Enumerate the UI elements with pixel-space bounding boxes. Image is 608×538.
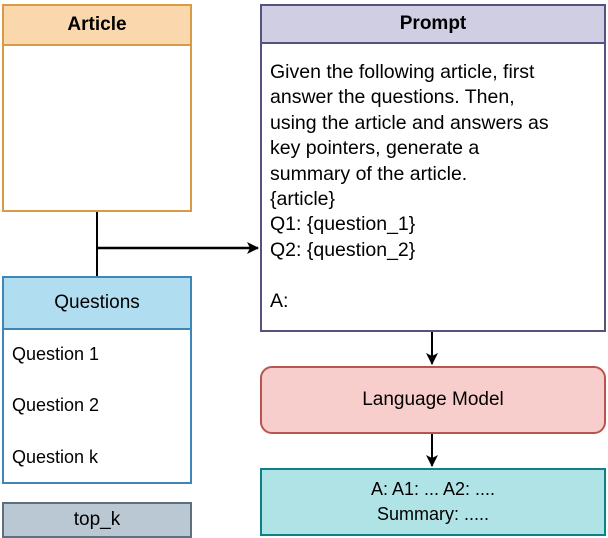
questions-box: Questions Question 1 Question 2 Question… xyxy=(2,276,192,484)
article-title: Article xyxy=(4,6,190,46)
questions-title: Questions xyxy=(4,278,190,330)
language-model-box: Language Model xyxy=(260,366,606,434)
prompt-line: {article} xyxy=(270,188,336,211)
prompt-box: Prompt Given the following article, firs… xyxy=(260,4,606,332)
top-k-box: top_k xyxy=(2,502,192,538)
prompt-line: A: xyxy=(270,289,289,312)
output-summary: Summary: ..... xyxy=(376,504,490,524)
prompt-line: answer the questions. Then, xyxy=(270,86,515,109)
prompt-line xyxy=(270,263,596,288)
prompt-line: using the article and answers as xyxy=(270,111,549,134)
prompt-line: Given the following article, first xyxy=(270,61,535,83)
prompt-line: Q2: {question_2} xyxy=(270,238,416,261)
output-box: A: A1: ... A2: .... Summary: ..... xyxy=(260,468,606,536)
prompt-title: Prompt xyxy=(262,6,604,44)
question-item: Question 1 xyxy=(12,344,100,364)
prompt-body: Given the following article, first answe… xyxy=(270,60,596,314)
question-item: Question 2 xyxy=(12,395,100,415)
output-answers: A: A1: ... A2: .... xyxy=(370,479,496,499)
prompt-line: key pointers, generate a xyxy=(270,137,480,160)
prompt-line: Q1: {question_1} xyxy=(270,213,416,236)
article-box: Article xyxy=(2,4,192,212)
prompt-line: summary of the article. xyxy=(270,162,468,185)
question-item: Question k xyxy=(12,447,99,467)
